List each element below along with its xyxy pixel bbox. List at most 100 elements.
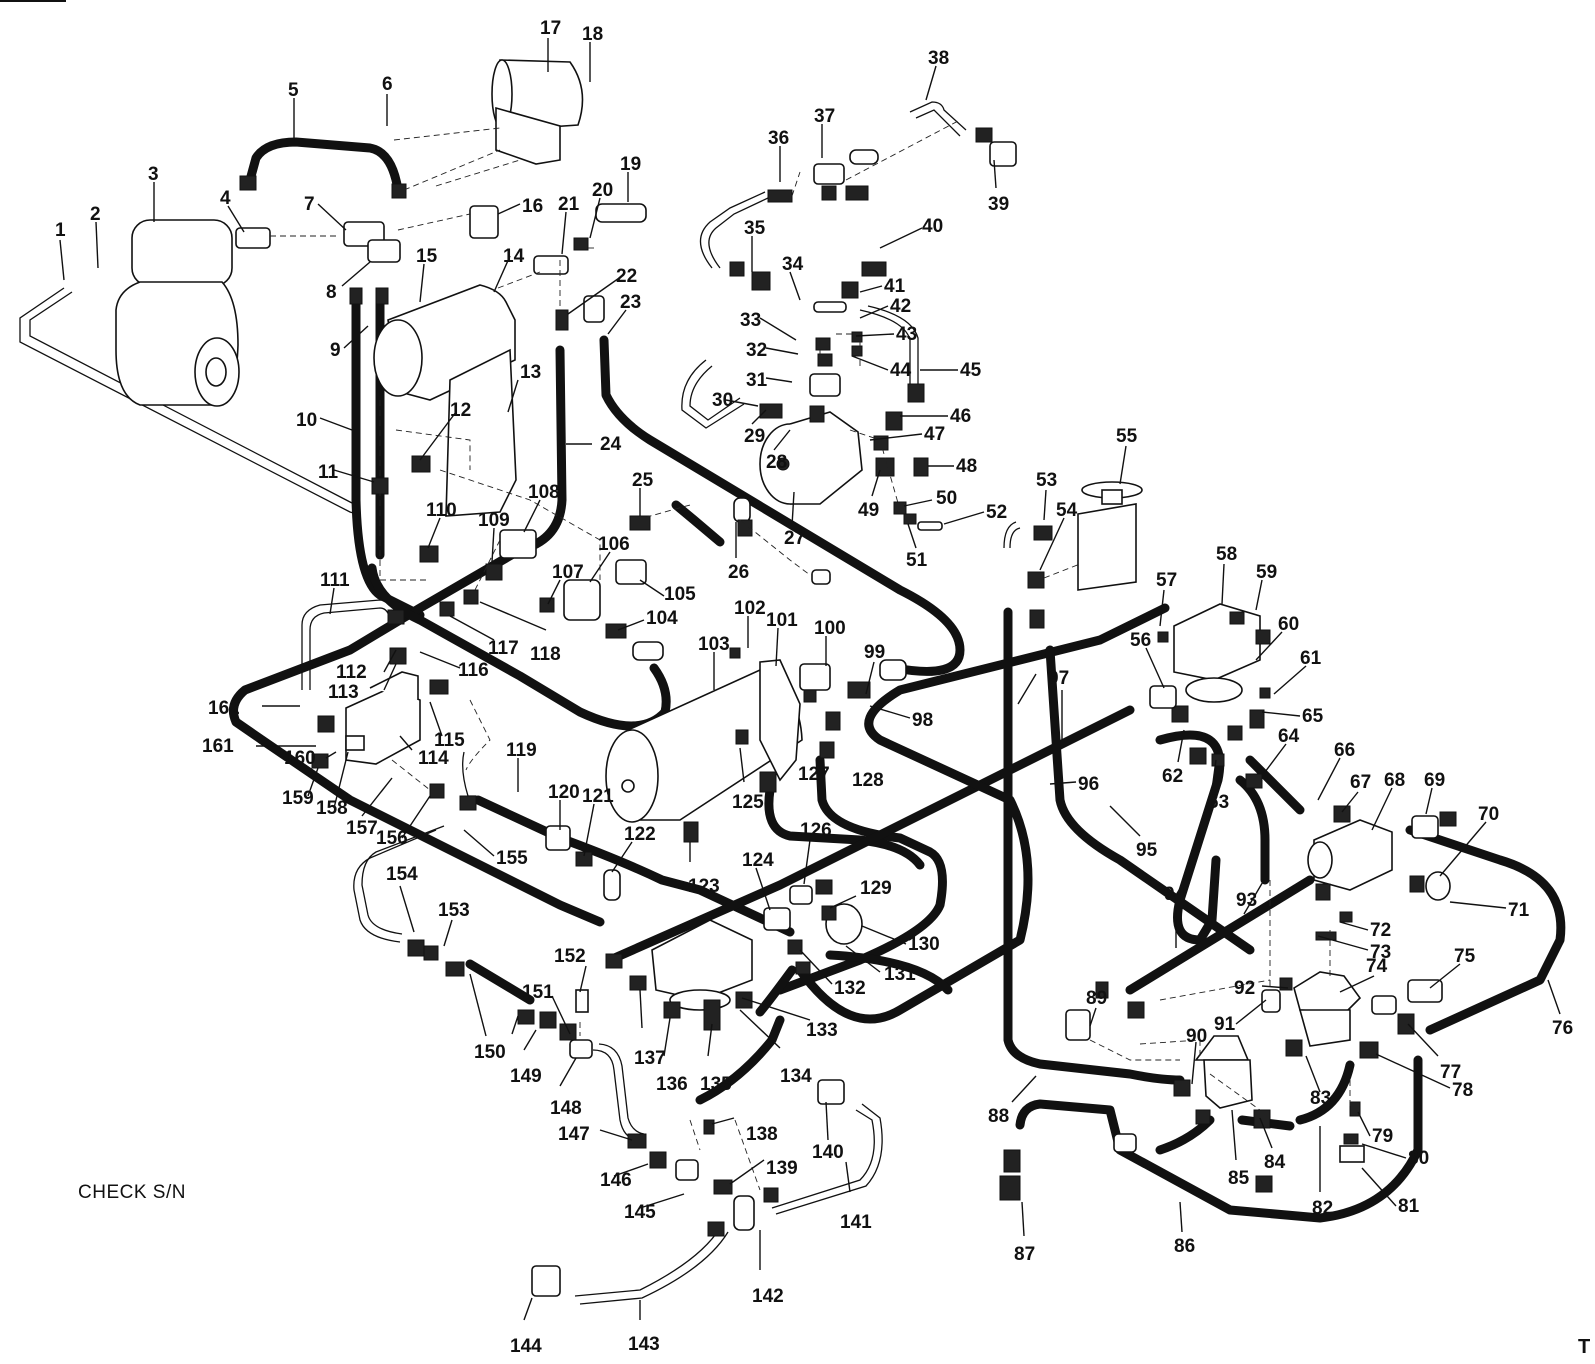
callout-127: 127 bbox=[798, 764, 830, 785]
callout-111: 111 bbox=[320, 570, 350, 591]
components bbox=[115, 59, 1457, 1297]
callout-11: 11 bbox=[318, 462, 339, 483]
callout-90: 90 bbox=[1186, 1026, 1207, 1047]
callout-118: 118 bbox=[530, 644, 561, 665]
callout-89: 89 bbox=[1086, 988, 1107, 1009]
callout-31: 31 bbox=[746, 370, 768, 391]
valve-68 bbox=[1307, 819, 1393, 891]
callout-152: 152 bbox=[554, 946, 586, 967]
callout-73: 73 bbox=[1370, 942, 1391, 963]
callout-120: 120 bbox=[548, 782, 580, 803]
callout-59: 59 bbox=[1256, 562, 1277, 583]
callout-131: 131 bbox=[884, 964, 916, 985]
callout-56: 56 bbox=[1130, 630, 1151, 651]
callout-53: 53 bbox=[1036, 470, 1057, 491]
callout-15: 15 bbox=[416, 246, 438, 267]
callout-10: 10 bbox=[296, 410, 317, 431]
air-tank-17 bbox=[491, 59, 584, 165]
callout-112: 112 bbox=[336, 662, 367, 683]
callout-52: 52 bbox=[986, 502, 1007, 523]
filter-housing-14 bbox=[373, 284, 517, 517]
callout-128: 128 bbox=[852, 770, 884, 791]
callout-44: 44 bbox=[890, 360, 912, 381]
callout-6: 6 bbox=[382, 74, 393, 95]
callout-154: 154 bbox=[386, 864, 418, 885]
callout-138: 138 bbox=[746, 1124, 778, 1145]
callout-143: 143 bbox=[628, 1334, 660, 1355]
callout-94: 94 bbox=[1164, 884, 1186, 905]
check-serial-number-note: CHECK S/N bbox=[78, 1182, 186, 1203]
callout-34: 34 bbox=[782, 254, 804, 275]
callout-119: 119 bbox=[506, 740, 537, 761]
callout-41: 41 bbox=[884, 276, 906, 297]
manifold-60 bbox=[1173, 603, 1261, 703]
fittings bbox=[235, 127, 1457, 1297]
callout-60: 60 bbox=[1278, 614, 1299, 635]
callout-77: 77 bbox=[1440, 1062, 1461, 1083]
callout-61: 61 bbox=[1300, 648, 1322, 669]
callout-132: 132 bbox=[834, 978, 866, 999]
callout-63: 63 bbox=[1208, 792, 1229, 813]
callout-23: 23 bbox=[620, 292, 641, 313]
callout-91: 91 bbox=[1214, 1014, 1236, 1035]
callout-108: 108 bbox=[528, 482, 560, 503]
callout-79: 79 bbox=[1372, 1126, 1393, 1147]
callout-146: 146 bbox=[600, 1170, 632, 1191]
callout-125: 125 bbox=[732, 792, 764, 813]
callout-78: 78 bbox=[1452, 1080, 1473, 1101]
callout-40: 40 bbox=[922, 216, 943, 237]
callout-115: 115 bbox=[434, 730, 465, 751]
callout-93: 93 bbox=[1236, 890, 1257, 911]
callout-20: 20 bbox=[592, 180, 613, 201]
callout-1: 1 bbox=[55, 220, 66, 241]
callout-97: 97 bbox=[1048, 668, 1069, 689]
callout-96: 96 bbox=[1078, 774, 1099, 795]
callout-92: 92 bbox=[1234, 978, 1255, 999]
callout-38: 38 bbox=[928, 48, 949, 69]
callout-74: 74 bbox=[1366, 956, 1388, 977]
leader-lines bbox=[59, 38, 1561, 1321]
callout-28: 28 bbox=[766, 452, 787, 473]
callout-9: 9 bbox=[330, 340, 341, 361]
callout-126: 126 bbox=[800, 820, 832, 841]
callout-137: 137 bbox=[634, 1048, 666, 1069]
callout-42: 42 bbox=[890, 296, 911, 317]
callout-142: 142 bbox=[752, 1286, 784, 1307]
callout-51: 51 bbox=[906, 550, 928, 571]
callout-87: 87 bbox=[1014, 1244, 1035, 1265]
callout-13: 13 bbox=[520, 362, 541, 383]
callout-32: 32 bbox=[746, 340, 767, 361]
callout-149: 149 bbox=[510, 1066, 542, 1087]
callout-12: 12 bbox=[450, 400, 471, 421]
callout-98: 98 bbox=[912, 710, 933, 731]
callout-145: 145 bbox=[624, 1202, 656, 1223]
callout-161: 161 bbox=[202, 736, 234, 757]
assembly-lines bbox=[270, 119, 1351, 1191]
manifold-133 bbox=[651, 919, 753, 1011]
callout-144: 144 bbox=[510, 1336, 542, 1357]
callout-160: 160 bbox=[284, 748, 316, 769]
callout-54: 54 bbox=[1056, 500, 1078, 521]
callout-58: 58 bbox=[1216, 544, 1237, 565]
callout-71: 71 bbox=[1508, 900, 1530, 921]
callout-33: 33 bbox=[740, 310, 761, 331]
callout-43: 43 bbox=[896, 324, 917, 345]
callout-19: 19 bbox=[620, 154, 641, 175]
callout-17: 17 bbox=[540, 18, 561, 39]
callout-133: 133 bbox=[806, 1020, 838, 1041]
callout-5: 5 bbox=[288, 80, 299, 101]
callout-83: 83 bbox=[1310, 1088, 1331, 1109]
callout-39: 39 bbox=[988, 194, 1009, 215]
callout-114: 114 bbox=[418, 748, 449, 769]
callout-82: 82 bbox=[1312, 1198, 1333, 1219]
callout-70: 70 bbox=[1478, 804, 1499, 825]
callout-86: 86 bbox=[1174, 1236, 1195, 1257]
callout-103: 103 bbox=[698, 634, 730, 655]
callout-130: 130 bbox=[908, 934, 940, 955]
callout-122: 122 bbox=[624, 824, 656, 845]
callout-124: 124 bbox=[742, 850, 774, 871]
callout-55: 55 bbox=[1116, 426, 1138, 447]
callout-29: 29 bbox=[744, 426, 765, 447]
callout-72: 72 bbox=[1370, 920, 1391, 941]
